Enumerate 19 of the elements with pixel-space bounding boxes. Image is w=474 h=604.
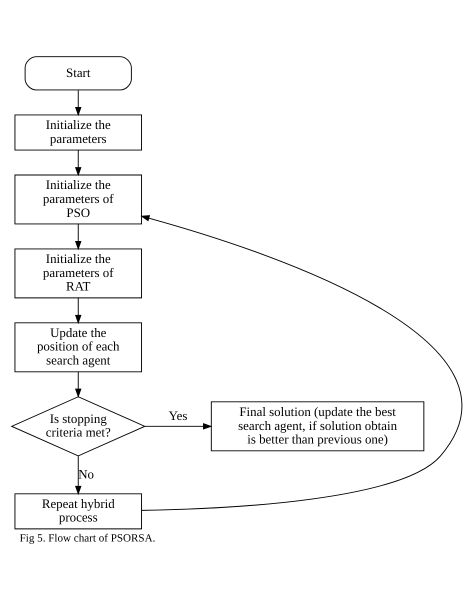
- arrow: [75, 455, 82, 495]
- node-box: Update the position of each search agent: [14, 322, 142, 372]
- node-box: Initialize the parameters: [14, 114, 142, 150]
- arrow: [75, 296, 82, 324]
- arrow: [75, 223, 82, 250]
- caption: Fig 5. Flow chart of PSORSA.: [20, 532, 156, 544]
- arrow: [140, 214, 462, 510]
- node-box: Initialize the parameters of RAT: [14, 248, 142, 298]
- edge-label: Yes: [168, 408, 188, 423]
- arrow: [144, 422, 212, 430]
- node-box: Final solution (update the best search agent, if solution obtain is better than previous one): [210, 400, 424, 451]
- arrow: [75, 89, 82, 116]
- node-box: Start: [24, 56, 132, 90]
- node-diamond: Is stopping criteria met?: [10, 396, 146, 456]
- node-box: Initialize the parameters of PSO: [14, 174, 142, 224]
- node-box: Repeat hybrid process: [14, 492, 142, 529]
- arrow: [75, 149, 82, 176]
- edge-label: No: [78, 466, 94, 481]
- arrow: [75, 370, 82, 398]
